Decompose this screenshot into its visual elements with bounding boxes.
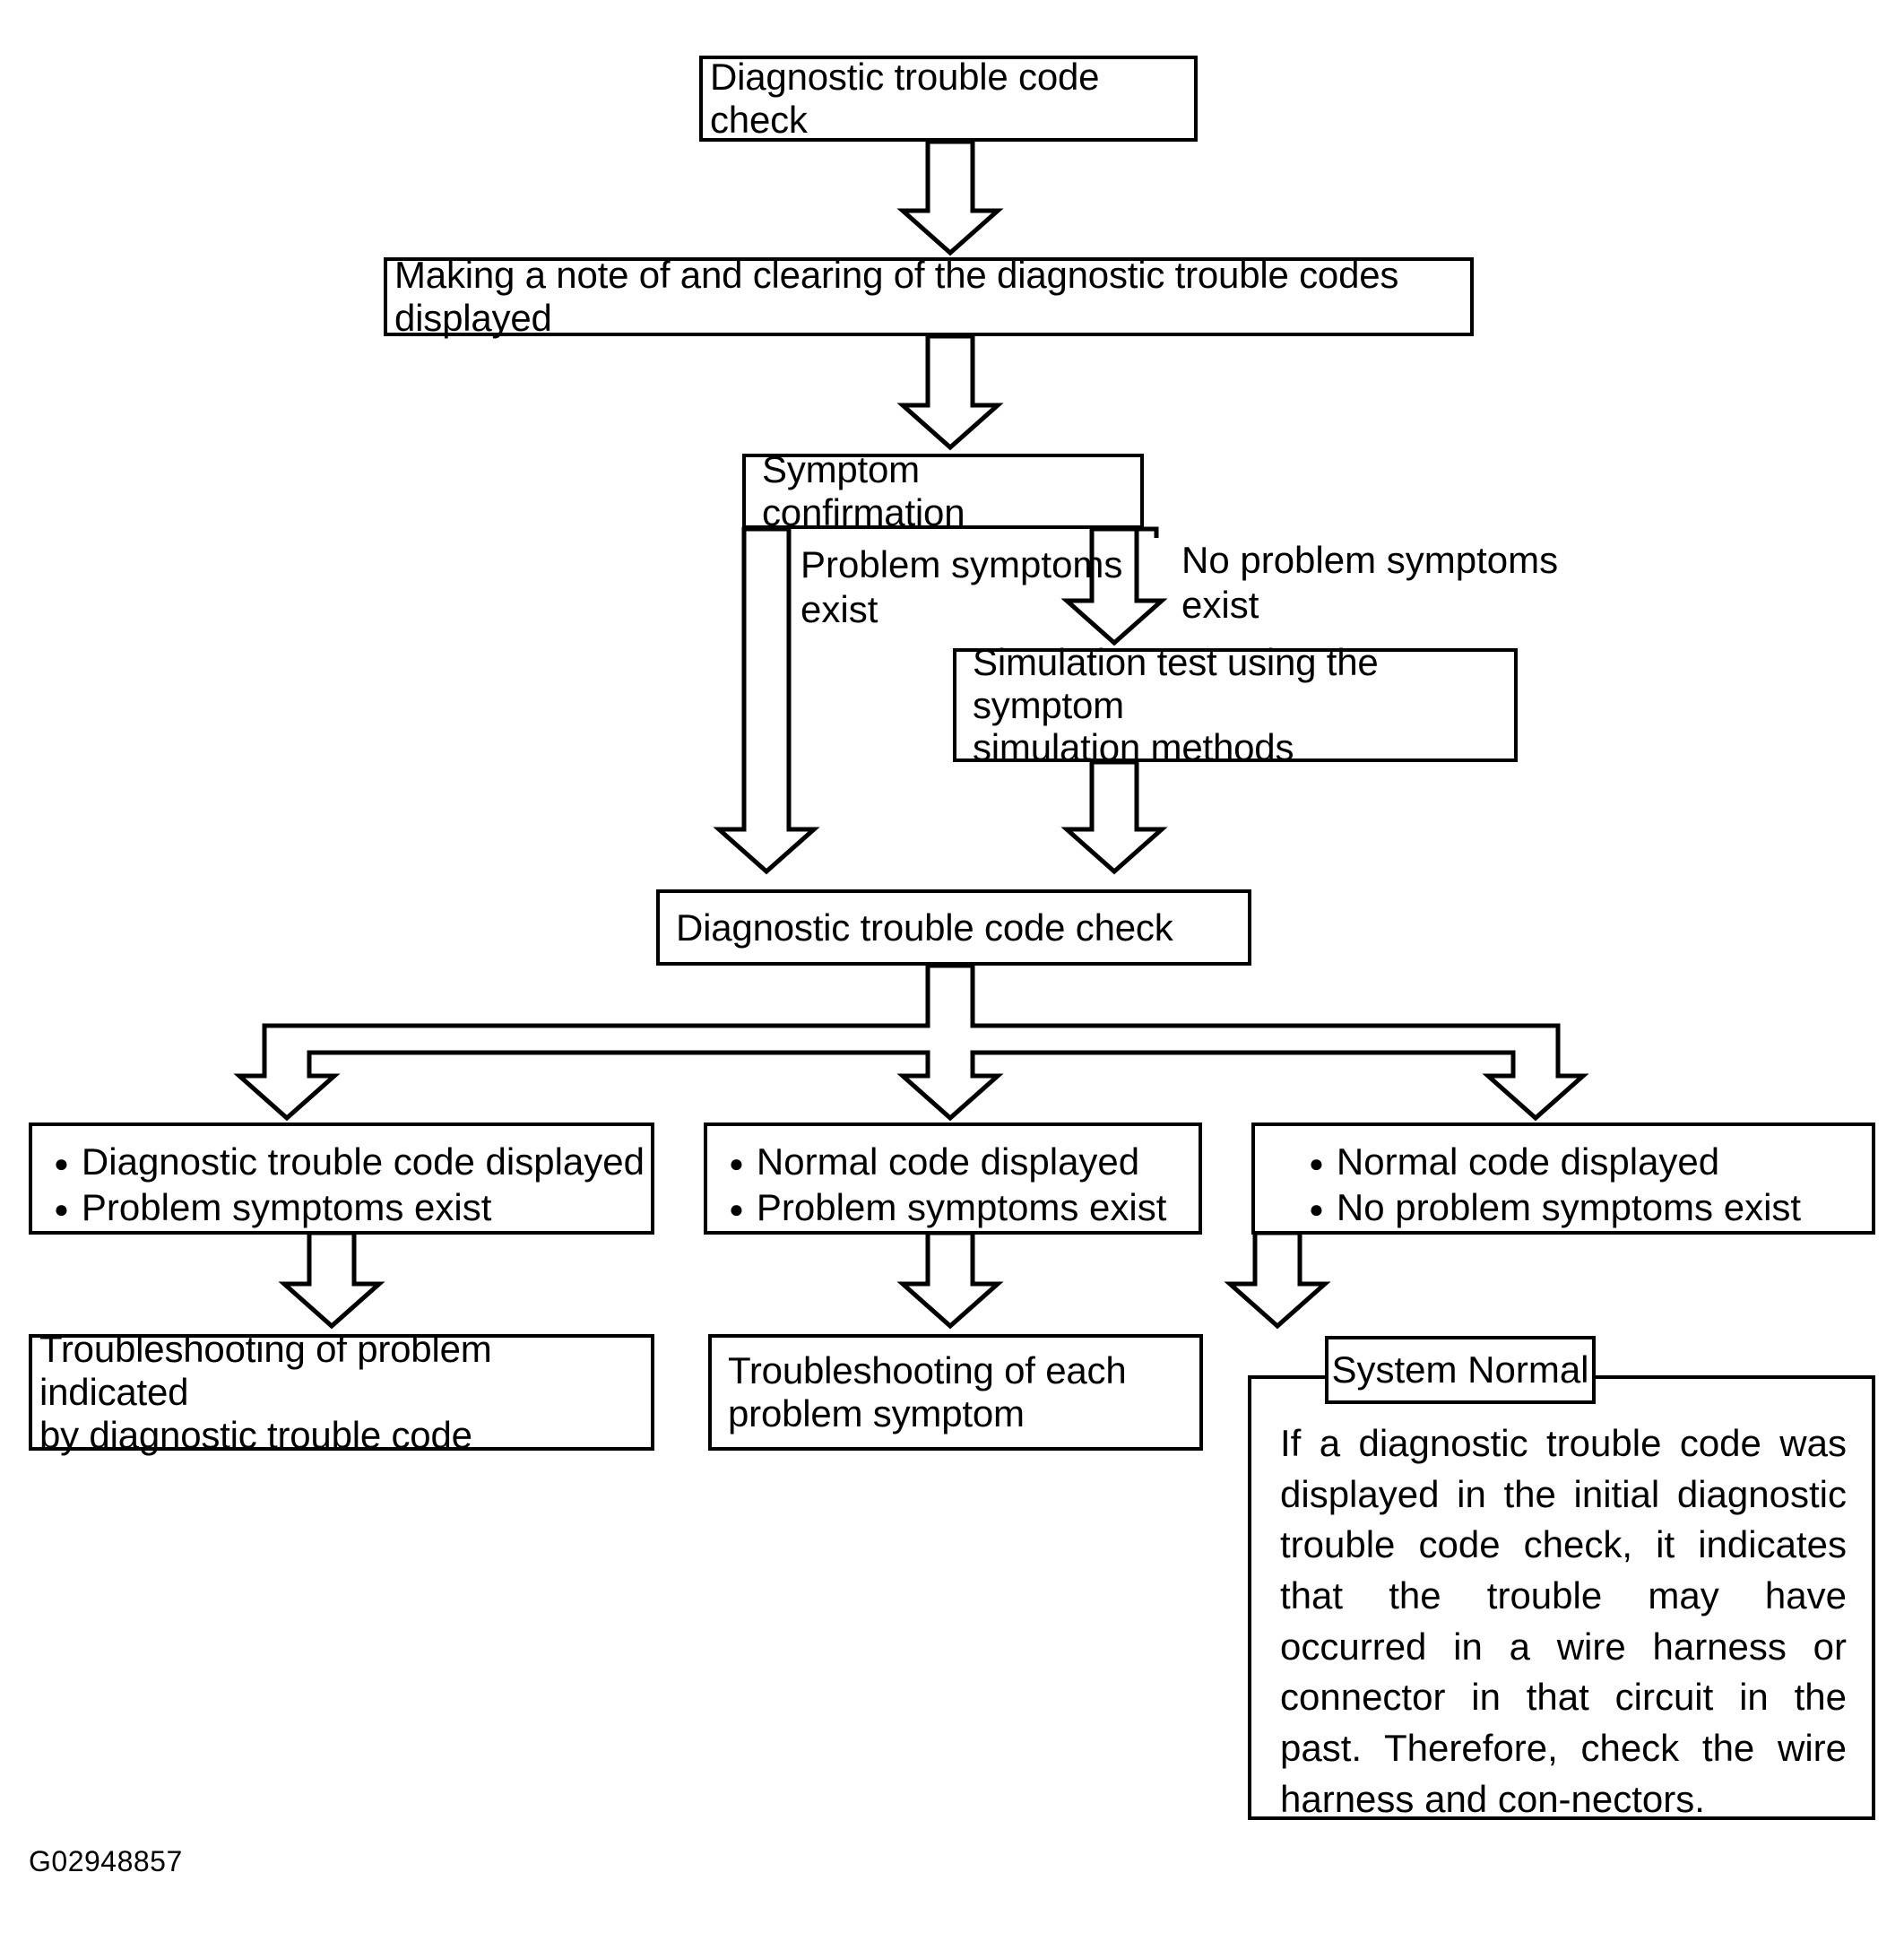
- list-item: No problem symptoms exist: [1309, 1184, 1872, 1230]
- edge-label-problem-symptoms-exist: Problem symptoms exist: [801, 543, 1123, 630]
- system-normal-body: If a diagnostic trouble code was display…: [1280, 1422, 1847, 1820]
- list-item: Normal code displayed: [729, 1139, 1199, 1184]
- arrow-outcome-left-to-action: [278, 1230, 385, 1330]
- system-normal-title-label: System Normal: [1331, 1348, 1589, 1391]
- arrow-outcome-right-to-system-normal: [1224, 1230, 1331, 1330]
- list-item: Diagnostic trouble code displayed: [54, 1139, 651, 1184]
- edge-label-no-problem-symptoms-exist: No problem symptoms exist: [1181, 539, 1559, 626]
- node-diagnostic-trouble-code-check-second[interactable]: Diagnostic trouble code check: [656, 889, 1251, 966]
- node-making-a-note[interactable]: Making a note of and clearing of the dia…: [384, 254, 1474, 339]
- arrow-outcome-middle-to-action: [896, 1230, 1004, 1330]
- figure-code: G02948857: [29, 1845, 183, 1877]
- outcome-box-left[interactable]: Diagnostic trouble code displayed Proble…: [29, 1123, 654, 1235]
- node-label: Troubleshooting of problem indicated by …: [39, 1328, 492, 1456]
- node-label: Troubleshooting of each problem symptom: [728, 1349, 1127, 1435]
- list-item: Problem symptoms exist: [729, 1184, 1199, 1230]
- arrow-simulation-to-dtc2: [1060, 759, 1168, 875]
- node-label: Diagnostic trouble code check: [710, 56, 1100, 141]
- node-troubleshooting-each-symptom[interactable]: Troubleshooting of each problem symptom: [708, 1334, 1203, 1451]
- list-item: Problem symptoms exist: [54, 1184, 651, 1230]
- list-item: Normal code displayed: [1309, 1139, 1872, 1184]
- node-label: Diagnostic trouble code check: [676, 906, 1173, 949]
- node-label: Symptom confirmation: [762, 448, 965, 533]
- system-normal-title[interactable]: System Normal: [1325, 1336, 1596, 1404]
- system-normal-note-box[interactable]: [1248, 1375, 1875, 1820]
- outcome-box-right[interactable]: Normal code displayed No problem symptom…: [1251, 1123, 1875, 1235]
- node-label: Making a note of and clearing of the dia…: [394, 254, 1399, 339]
- node-label: Simulation test using the symptom simula…: [973, 640, 1379, 769]
- outcome-box-middle[interactable]: Normal code displayed Problem symptoms e…: [704, 1123, 1202, 1235]
- node-simulation-test[interactable]: Simulation test using the symptom simula…: [953, 641, 1518, 768]
- node-diagnostic-trouble-code-check-top[interactable]: Diagnostic trouble code check: [699, 56, 1198, 142]
- fork-three-way: [233, 963, 1589, 1122]
- node-troubleshooting-by-dtc[interactable]: Troubleshooting of problem indicated by …: [29, 1328, 654, 1456]
- arrow-note-to-symptom: [896, 334, 1004, 451]
- arrow-dtc-to-note: [896, 139, 1004, 256]
- node-symptom-confirmation[interactable]: Symptom confirmation: [742, 448, 1144, 533]
